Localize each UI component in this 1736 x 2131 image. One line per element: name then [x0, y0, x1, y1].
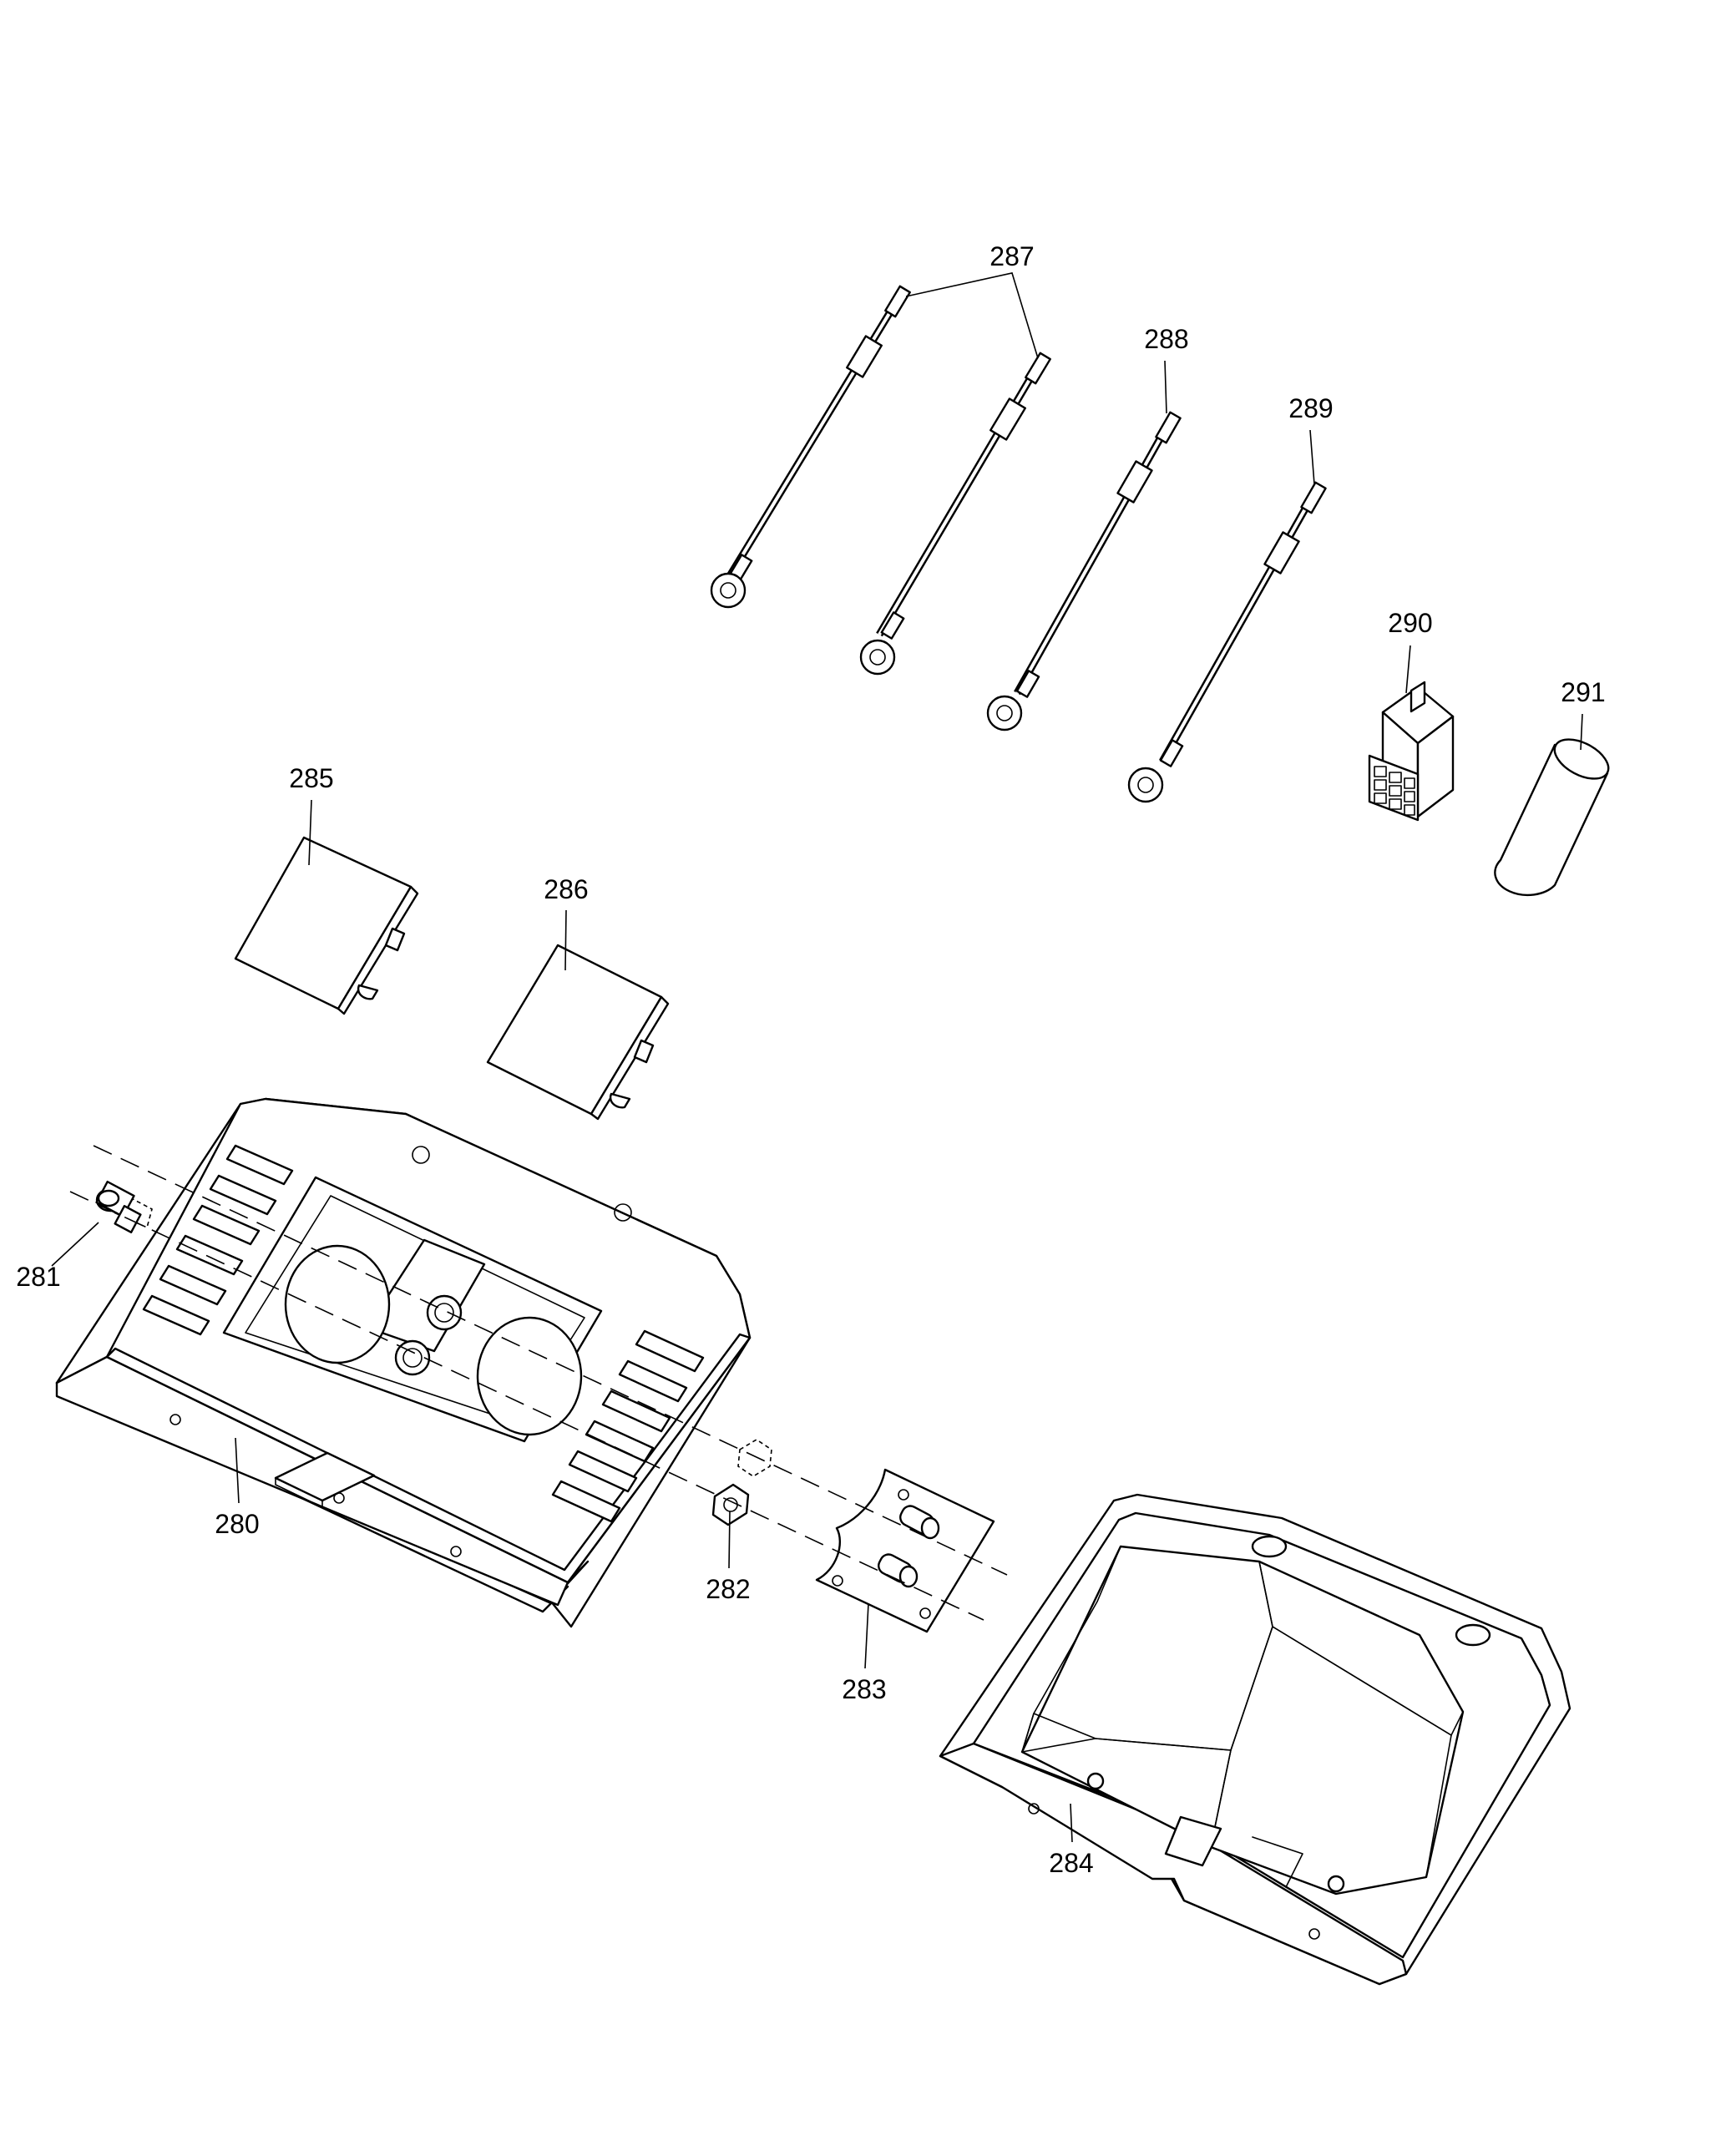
callout-286: 286: [544, 874, 588, 904]
part-283-bracket: [815, 1468, 995, 1633]
part-286-cover: [486, 944, 670, 1121]
assembly-axes: [69, 1145, 1008, 1621]
callout-labels: 287 288 289 290 291 285 286 281 280 282 …: [16, 241, 1605, 1878]
part-284-housing: [939, 1493, 1572, 1986]
part-287-wire-lead-left: [710, 285, 911, 609]
callout-283: 283: [842, 1674, 886, 1704]
part-281-screws: [95, 1180, 153, 1233]
part-282-nuts: [711, 1439, 772, 1526]
callout-290: 290: [1388, 608, 1432, 638]
callout-287: 287: [989, 241, 1034, 271]
callout-281: 281: [16, 1262, 60, 1292]
callout-291: 291: [1561, 677, 1605, 707]
part-287-wire-lead-right: [859, 352, 1051, 676]
part-291-sleeve: [1494, 738, 1610, 897]
part-289-wire-lead: [1127, 481, 1327, 803]
part-285-cover: [234, 836, 419, 1015]
callout-289: 289: [1288, 393, 1333, 423]
part-288-wire-lead: [986, 411, 1182, 731]
part-280-faceplate: [55, 1097, 752, 1628]
callout-282: 282: [706, 1574, 750, 1604]
callout-280: 280: [215, 1509, 259, 1539]
callout-288: 288: [1144, 324, 1188, 354]
part-290-connector: [1368, 681, 1455, 822]
callout-284: 284: [1049, 1848, 1093, 1878]
callout-285: 285: [289, 763, 333, 793]
leader-lines: [51, 272, 1583, 1843]
